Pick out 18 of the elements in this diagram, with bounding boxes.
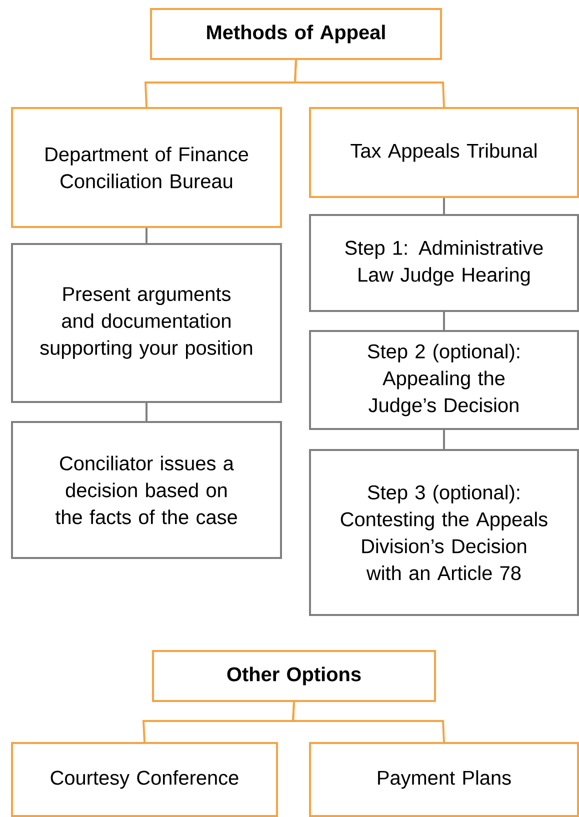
- category-box: Tax Appeals Tribunal: [309, 107, 579, 198]
- category-box: Payment Plans: [309, 742, 579, 817]
- connector-line: [146, 403, 148, 421]
- heading-box: Methods of Appeal: [150, 8, 442, 60]
- connector-line: [443, 430, 445, 449]
- step-box: Present arguments and documentation supporting your position: [11, 243, 282, 403]
- connector-line: [443, 312, 445, 330]
- connector-line: [146, 228, 148, 243]
- connector-line: [292, 702, 445, 742]
- step-box: Step 1: Administrative Law Judge Hearing: [309, 214, 579, 312]
- connector-line: [294, 60, 445, 108]
- connector-line: [443, 198, 445, 214]
- category-box: Courtesy Conference: [11, 742, 278, 817]
- step-box: Conciliator issues a decision based on the facts of the case: [11, 421, 282, 559]
- step-box: Step 2 (optional): Appealing the Judge’s Decision: [309, 330, 579, 430]
- category-box: Department of Finance Conciliation Bureau: [11, 107, 282, 228]
- heading-box: Other Options: [152, 650, 436, 702]
- step-box: Step 3 (optional): Contesting the Appeals Division’s Decision with an Article 78: [309, 449, 579, 616]
